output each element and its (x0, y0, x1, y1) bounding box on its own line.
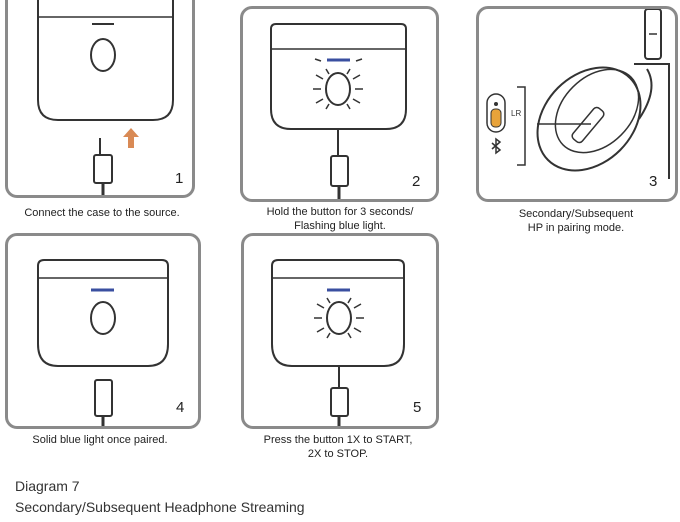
button-glow-icon (314, 297, 364, 339)
usb-cable-icon (330, 366, 349, 426)
step-3-illustration: LR (486, 9, 670, 179)
step-number: 3 (649, 173, 658, 190)
button-icon (90, 301, 116, 335)
step-number: 4 (176, 399, 185, 416)
up-arrow-icon (123, 128, 139, 148)
step-1-caption: Connect the case to the source. (24, 207, 180, 219)
step-1-panel: 1 (5, 0, 195, 198)
headphone-label: LR (511, 109, 521, 118)
step-3-panel: LR 3 (476, 6, 678, 202)
step-4-panel: 4 (5, 233, 201, 429)
step-1-illustration (37, 0, 174, 195)
step-3-caption: Secondary/Subsequent HP in pairing mode. (518, 208, 634, 234)
step-number: 2 (412, 173, 421, 190)
step-2-illustration (270, 23, 407, 199)
step-2-caption: Hold the button for 3 seconds/ Flashing … (266, 206, 414, 232)
usb-cable-icon (93, 138, 113, 195)
step-4-caption: Solid blue light once paired. (32, 434, 168, 446)
step-4-illustration (37, 259, 169, 426)
diagram-title: Secondary/Subsequent Headphone Streaming (15, 499, 305, 515)
usb-cable-icon (330, 129, 349, 199)
step-number: 1 (175, 170, 184, 187)
step-5-panel: 5 (241, 233, 439, 429)
power-switch-icon (486, 93, 506, 133)
headphone-icon (536, 9, 670, 179)
diagram-number: Diagram 7 (15, 478, 80, 494)
button-glow-icon (313, 68, 363, 110)
step-5-caption: Press the button 1X to START, 2X to STOP… (263, 434, 413, 460)
step-number: 5 (413, 399, 422, 416)
step-5-illustration (271, 259, 405, 426)
step-2-panel: 2 (240, 6, 439, 202)
usb-cable-icon (94, 379, 113, 426)
flashing-blue-light-icon (314, 58, 363, 62)
bluetooth-icon (491, 137, 502, 155)
